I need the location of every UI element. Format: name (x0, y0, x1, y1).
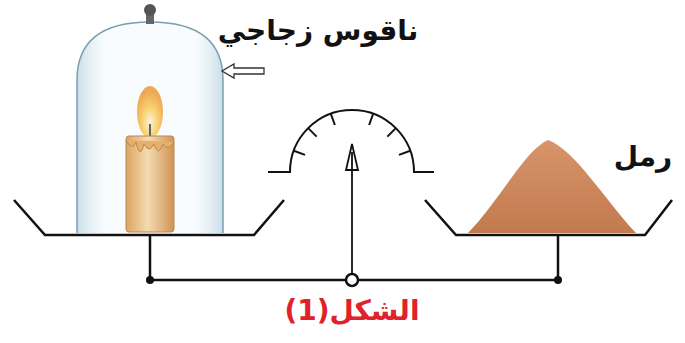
figure-caption: الشكل(1) (285, 294, 420, 328)
right-pan (425, 200, 672, 235)
left-pan (14, 200, 284, 235)
sand-label: رمل (614, 140, 672, 174)
pointer-arrow (222, 64, 264, 78)
jar-label: ناقوس زجاجي (218, 14, 419, 48)
needle (346, 144, 358, 274)
bell-jar (77, 4, 223, 233)
sand-pile (468, 140, 636, 233)
